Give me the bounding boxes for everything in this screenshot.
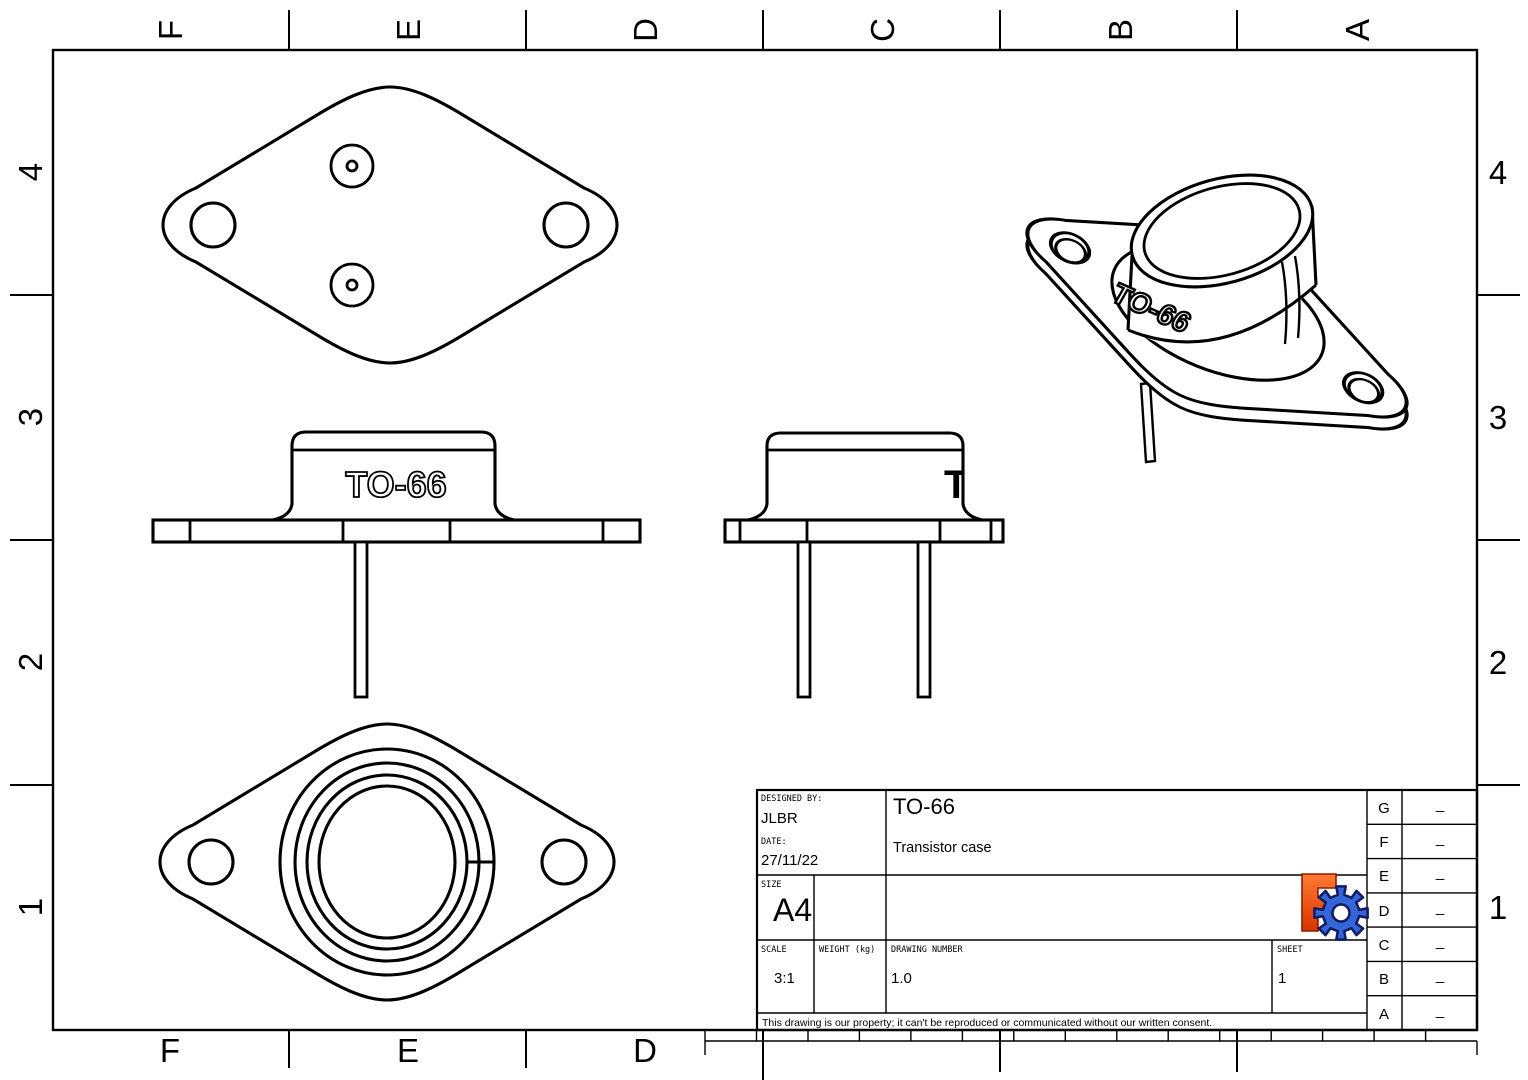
revision-value: _ <box>1435 933 1445 950</box>
mounting-hole-right <box>542 201 590 249</box>
grid-col-top-d: D <box>627 18 664 42</box>
designed-by-label: DESIGNED BY: <box>761 794 822 804</box>
drawing-number-label: DRAWING NUMBER <box>891 945 964 955</box>
top-view <box>161 85 619 365</box>
size-label: SIZE <box>761 880 781 890</box>
mounting-hole-right <box>540 838 588 886</box>
can-side-left <box>1126 255 1134 331</box>
part-marking-partial: T <box>944 463 968 507</box>
grid-ticks-right <box>1477 294 1520 786</box>
can-outline <box>272 430 515 522</box>
flange-edge <box>723 518 1005 544</box>
can-top-face <box>1142 182 1302 280</box>
mounting-hole-left <box>189 201 237 249</box>
can-circle-inner <box>317 784 457 940</box>
revision-value: _ <box>1435 864 1445 881</box>
date-value: 27/11/22 <box>761 852 818 869</box>
can-base-seam <box>1127 283 1318 344</box>
mounting-hole-right-depth <box>1347 377 1381 404</box>
can-outline <box>747 431 983 522</box>
grid-ticks-left <box>10 294 53 786</box>
grid-col-top-e: E <box>390 19 427 41</box>
flange-edge <box>151 518 642 544</box>
weight-label: WEIGHT (kg) <box>819 945 875 955</box>
grid-row-right-3: 3 <box>1489 399 1507 436</box>
drawing-number-value: 1.0 <box>891 970 912 987</box>
revision-letter: F <box>1379 834 1388 851</box>
scale-value: 3:1 <box>774 970 795 987</box>
mounting-hole-left-depth <box>1054 238 1088 264</box>
can-crimp-line-2 <box>1293 255 1301 339</box>
drawing-subtitle: Transistor case <box>893 840 992 856</box>
designed-by-value: JLBR <box>761 810 798 827</box>
flange-step-lines <box>738 520 993 542</box>
revision-table-lines <box>1367 823 1477 997</box>
gear-hub <box>1331 903 1351 923</box>
flange-top-face <box>992 151 1443 485</box>
grid-ticks-bottom <box>288 1030 1238 1080</box>
grid-col-bottom-d: D <box>633 1032 657 1069</box>
revision-value: _ <box>1435 796 1445 813</box>
bottom-view <box>158 722 616 1002</box>
revision-value: _ <box>1435 830 1445 847</box>
disclaimer-text: This drawing is our property; it can't b… <box>762 1017 1212 1029</box>
grid-col-top-a: A <box>1339 19 1376 41</box>
grid-col-top-f: F <box>152 20 189 40</box>
grid-row-left-1: 1 <box>12 898 49 916</box>
revision-letter: D <box>1379 903 1390 920</box>
freecad-logo <box>1301 873 1369 941</box>
grid-row-right-2: 2 <box>1489 644 1507 681</box>
front-view: TO-66 <box>151 430 642 699</box>
revision-value: _ <box>1435 1002 1445 1019</box>
lead-pin <box>353 540 369 699</box>
grid-col-bottom-f: F <box>160 1032 180 1069</box>
revision-letter: C <box>1379 937 1390 954</box>
grid-row-right-4: 4 <box>1489 154 1507 191</box>
mounting-hole-left <box>187 838 235 886</box>
grid-row-left-2: 2 <box>12 653 49 671</box>
lead-pin-left <box>796 540 812 699</box>
lead-pin-right <box>916 540 932 699</box>
side-view: T <box>723 431 1005 699</box>
graduation-strip <box>704 1029 1478 1055</box>
lead-pin <box>1139 381 1157 464</box>
scale-label: SCALE <box>761 945 787 955</box>
grid-col-top-b: B <box>1102 19 1139 41</box>
revision-letter: A <box>1379 1006 1389 1023</box>
flange-step-lines <box>188 520 605 542</box>
size-value: A4 <box>773 892 812 928</box>
date-label: DATE: <box>761 837 787 847</box>
revision-value: _ <box>1435 899 1445 916</box>
revision-letter: B <box>1379 971 1389 988</box>
grid-row-left-4: 4 <box>12 163 49 181</box>
pin-top <box>345 159 359 173</box>
grid-col-top-c: C <box>864 18 901 42</box>
grid-row-left-3: 3 <box>12 408 49 426</box>
sheet-label: SHEET <box>1277 945 1303 955</box>
drawing-title: TO-66 <box>893 794 955 819</box>
grid-col-bottom-e: E <box>397 1032 419 1069</box>
title-block: DESIGNED BY: JLBR DATE: 27/11/22 TO-66 T… <box>755 788 1479 1032</box>
part-marking: TO-66 <box>345 464 446 505</box>
revision-letter: E <box>1379 868 1389 885</box>
pin-bottom <box>345 278 359 292</box>
revision-letter: G <box>1378 800 1390 817</box>
can-crimp-line-1 <box>1280 261 1288 345</box>
grid-row-right-1: 1 <box>1489 889 1507 926</box>
grid-labels: F E D C B A F E D 4 3 2 1 4 3 2 1 <box>12 18 1507 1069</box>
revision-value: _ <box>1435 967 1445 984</box>
isometric-view: TO-66 <box>992 151 1443 497</box>
grid-ticks-top <box>288 10 1238 50</box>
revision-table: G _ F _ E _ D _ C _ B _ A _ <box>1367 796 1477 1023</box>
sheet-value: 1 <box>1278 970 1286 987</box>
